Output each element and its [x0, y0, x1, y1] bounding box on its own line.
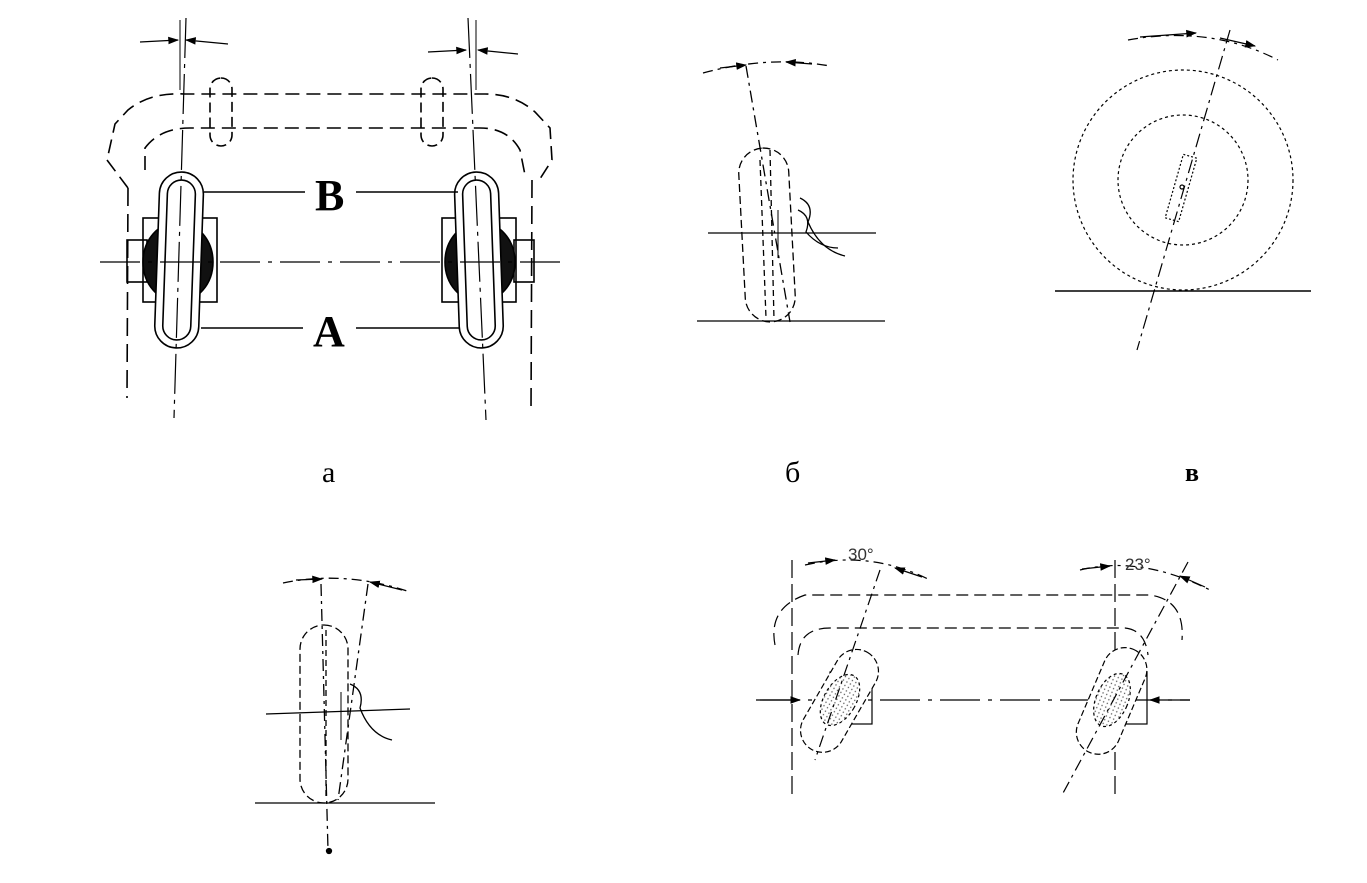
- kingpin-axis-line: [1136, 29, 1231, 351]
- camber-arrow-b: [784, 58, 813, 67]
- kingpin-angle-arc: [1127, 34, 1279, 61]
- turning-right-angle-arrow-b: [1179, 575, 1206, 588]
- camber-spindle-curve-2: [797, 209, 839, 249]
- right-toe-arrow-a: [427, 46, 468, 55]
- kingpin-wheel-inner: [1117, 114, 1249, 246]
- camber-angle-arc: [702, 61, 831, 74]
- caption-v: в: [1185, 458, 1200, 487]
- left-wheel-inner: [161, 179, 197, 341]
- left-frame-rail: [126, 187, 129, 399]
- kingpin-pin-center: [1179, 184, 1185, 190]
- panel-a-toe-diagram: [100, 17, 560, 421]
- dimension-b-label: B: [315, 171, 344, 220]
- panel-g-camber-variant-diagram: [255, 575, 435, 855]
- right-wheel-inner: [461, 179, 497, 341]
- dimension-a-label: A: [313, 307, 345, 356]
- camber-axis-line: [745, 65, 791, 323]
- turning-left-angle-arrow-a: [807, 557, 837, 565]
- turning-right-hatch: [1093, 672, 1131, 728]
- panel-b-camber-diagram: [697, 58, 885, 323]
- left-wheel-plane: [173, 17, 187, 419]
- variant-spindle-line: [265, 708, 411, 715]
- camber-wheel-center-line: [769, 149, 775, 321]
- turning-left-hatch: [819, 673, 861, 727]
- left-shackle: [209, 77, 233, 147]
- turning-left-axis: [814, 569, 881, 761]
- turning-axle-inner: [797, 627, 1149, 656]
- left-toe-arrow-a: [139, 36, 180, 45]
- axle-inner-outline: [144, 127, 526, 176]
- kingpin-arrow-a: [1139, 29, 1198, 38]
- right-frame-rail: [530, 179, 533, 411]
- caption-a: а: [322, 456, 336, 489]
- right-shackle: [420, 77, 444, 147]
- turning-left-angle-label: 30°: [848, 545, 874, 564]
- variant-spindle-curve: [349, 683, 393, 741]
- kingpin-wheel-outer: [1072, 69, 1294, 291]
- turning-right-angle-arrow-a: [1081, 563, 1112, 571]
- variant-arrow-b: [368, 580, 403, 591]
- variant-point: [325, 847, 333, 855]
- variant-arrow-a: [295, 575, 324, 584]
- turning-right-axis: [1061, 561, 1189, 796]
- turning-axle-outer: [773, 594, 1183, 646]
- kingpin-arrow-b: [1219, 37, 1257, 48]
- panel-v-kingpin-diagram: [1055, 29, 1311, 351]
- camber-wheel: [738, 147, 796, 323]
- right-toe-arrow-b: [476, 47, 519, 55]
- turning-left-angle-arrow-b: [893, 567, 923, 578]
- axle-outer-outline: [106, 93, 553, 189]
- camber-wheel-center-line-2: [759, 159, 767, 319]
- turning-right-angle-label: 23°: [1125, 555, 1151, 574]
- caption-b: б: [785, 456, 801, 489]
- camber-spindle-curve: [799, 197, 846, 257]
- panel-d-turning-diagram: [756, 557, 1211, 796]
- left-toe-arrow-b: [184, 37, 229, 45]
- variant-angle-arc: [282, 577, 411, 593]
- variant-axis-line: [337, 583, 369, 801]
- right-wheel-plane: [467, 17, 487, 421]
- variant-vertical: [320, 583, 329, 851]
- camber-arrow-a: [719, 62, 748, 70]
